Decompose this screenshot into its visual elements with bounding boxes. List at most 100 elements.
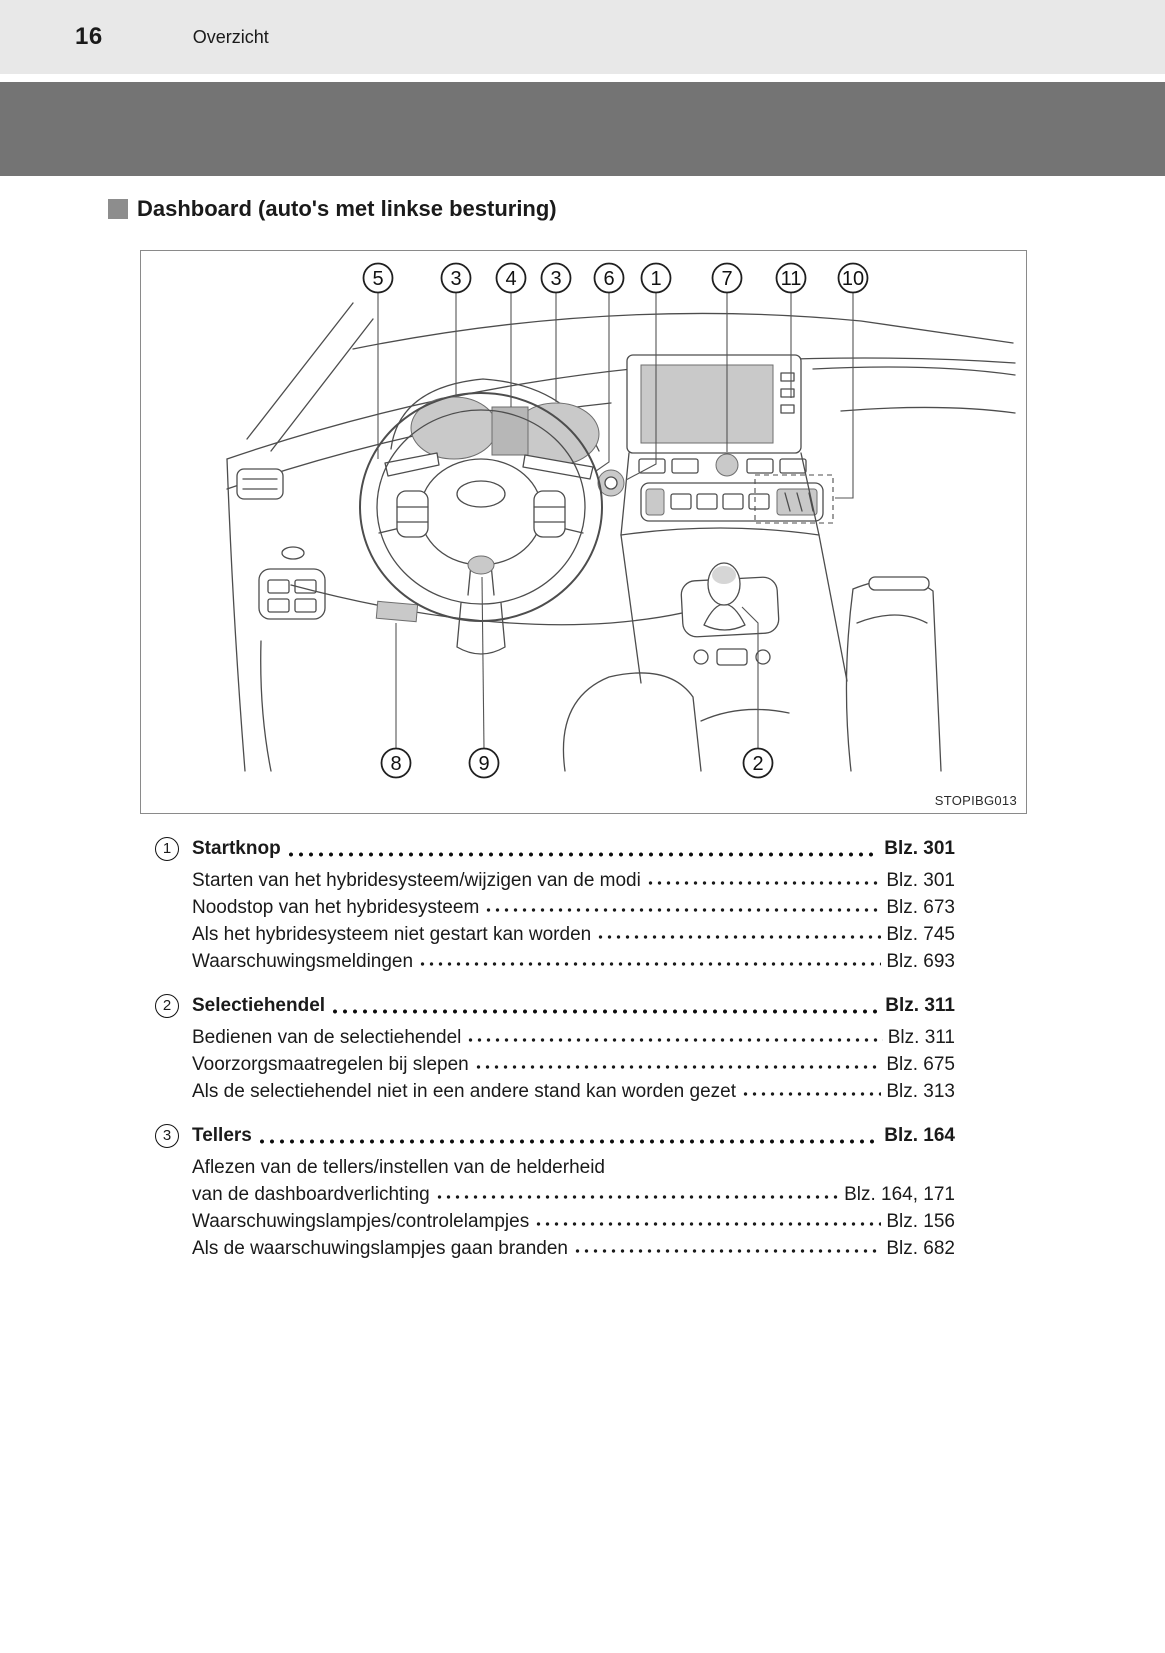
- callout-number: 10: [842, 268, 864, 290]
- index-entry: 2 Selectiehendel Blz. 311 Bedienen van d…: [155, 989, 955, 1105]
- callout-6: 6: [593, 262, 625, 294]
- subitem-page-ref: Blz. 164, 171: [844, 1184, 955, 1205]
- callout-number: 4: [505, 268, 516, 290]
- callout-number: 2: [752, 753, 763, 775]
- entry-title: Tellers: [192, 1124, 252, 1146]
- dashboard-diagram: 5 3 4 3 6: [140, 250, 1027, 814]
- chapter-band: [0, 82, 1165, 176]
- leader-dots: [596, 934, 882, 940]
- leader-dots: [466, 1037, 883, 1043]
- callout-10: 10: [837, 262, 869, 294]
- entry-subitems: Bedienen van de selectiehendel Blz. 311 …: [192, 1024, 955, 1105]
- subitem-row: Voorzorgsmaatregelen bij slepen Blz. 675: [192, 1051, 955, 1078]
- section-title: Overzicht: [192, 26, 269, 47]
- subitem-row: van de dashboardverlichting Blz. 164, 17…: [192, 1181, 955, 1208]
- square-bullet-icon: [108, 199, 128, 219]
- subitem-text: Bedienen van de selectiehendel: [192, 1027, 462, 1048]
- entry-page-ref: Blz. 301: [884, 837, 955, 859]
- dashboard-illustration: [226, 302, 1016, 772]
- page-header: 16 Overzicht: [0, 0, 1165, 74]
- manual-page: 16 Overzicht Dashboard (auto's met links…: [0, 0, 1165, 1262]
- entry-title: Selectiehendel: [192, 994, 326, 1016]
- leader-dots: [256, 1138, 880, 1145]
- callout-number: 8: [390, 753, 401, 775]
- index-entry-head: 1 Startknop Blz. 301: [155, 832, 955, 865]
- dashboard-illustration-svg: 5 3 4 3 6: [226, 262, 1016, 779]
- subitem-text: Als het hybridesysteem niet gestart kan …: [192, 924, 592, 945]
- leader-lines: [377, 292, 854, 750]
- heading-text: Dashboard (auto's met linkse besturing): [137, 196, 557, 221]
- subitem-page-ref: Blz. 301: [886, 870, 955, 891]
- entry-callout-number: 2: [155, 993, 179, 1018]
- entry-subitems: Starten van het hybridesysteem/wijzigen …: [192, 867, 955, 975]
- entry-callout-number: 3: [155, 1123, 179, 1148]
- subitem-page-ref: Blz. 675: [886, 1054, 955, 1075]
- entry-title: Startknop: [192, 837, 281, 859]
- leader-dots: [473, 1064, 882, 1070]
- subitem-row: Noodstop van het hybridesysteem Blz. 673: [192, 894, 955, 921]
- subitem-text: Waarschuwingslampjes/controlelampjes: [192, 1211, 530, 1232]
- subitem-page-ref: Blz. 156: [886, 1211, 955, 1232]
- leader-dots: [418, 961, 882, 967]
- subitem-text: Aflezen van de tellers/instellen van de …: [192, 1157, 605, 1178]
- subitem-row: Waarschuwingslampjes/controlelampjes Blz…: [192, 1208, 955, 1235]
- subitem-text: Voorzorgsmaatregelen bij slepen: [192, 1054, 469, 1075]
- subitem-row: Aflezen van de tellers/instellen van de …: [192, 1154, 955, 1181]
- subitem-text: van de dashboardverlichting: [192, 1184, 430, 1205]
- callout-3-right: 3: [540, 262, 572, 294]
- callout-number: 1: [650, 268, 661, 290]
- leader-dots: [434, 1194, 840, 1200]
- callout-11: 11: [775, 262, 807, 294]
- subitem-page-ref: Blz. 313: [886, 1081, 955, 1102]
- leader-dots: [645, 880, 882, 886]
- callout-7: 7: [711, 262, 743, 294]
- leader-dots: [741, 1091, 882, 1097]
- subitem-text: Als de selectiehendel niet in een andere…: [192, 1081, 736, 1102]
- leader-dots: [534, 1221, 882, 1227]
- subitem-row: Bedienen van de selectiehendel Blz. 311: [192, 1024, 955, 1051]
- page-title: Dashboard (auto's met linkse besturing): [108, 196, 1165, 222]
- index-entry-head: 2 Selectiehendel Blz. 311: [155, 989, 955, 1022]
- callout-number: 3: [550, 268, 561, 290]
- page-number: 16: [75, 23, 103, 50]
- entry-subitems: Aflezen van de tellers/instellen van de …: [192, 1154, 955, 1262]
- subitem-page-ref: Blz. 311: [887, 1027, 955, 1048]
- subitem-page-ref: Blz. 693: [886, 951, 955, 972]
- subitem-row: Als de waarschuwingslampjes gaan branden…: [192, 1235, 955, 1262]
- subitem-page-ref: Blz. 673: [886, 897, 955, 918]
- subitem-row: Als het hybridesysteem niet gestart kan …: [192, 921, 955, 948]
- callout-number: 7: [721, 268, 732, 290]
- page-content: Dashboard (auto's met linkse besturing): [0, 196, 1165, 1262]
- entry-callout-number: 1: [155, 836, 179, 861]
- entry-page-ref: Blz. 164: [884, 1124, 955, 1146]
- leader-dots: [285, 851, 880, 858]
- callout-number: 6: [603, 268, 614, 290]
- callout-5: 5: [362, 262, 394, 294]
- leader-dots: [330, 1008, 881, 1015]
- index-list: 1 Startknop Blz. 301 Starten van het hyb…: [155, 832, 955, 1262]
- index-entry-head: 3 Tellers Blz. 164: [155, 1119, 955, 1152]
- subitem-text: Waarschuwingsmeldingen: [192, 951, 414, 972]
- callout-8: 8: [380, 747, 412, 779]
- callout-number: 5: [372, 268, 383, 290]
- index-entry: 3 Tellers Blz. 164 Aflezen van de teller…: [155, 1119, 955, 1262]
- subitem-page-ref: Blz. 745: [886, 924, 955, 945]
- subitem-row: Starten van het hybridesysteem/wijzigen …: [192, 867, 955, 894]
- subitem-row: Als de selectiehendel niet in een andere…: [192, 1078, 955, 1105]
- subitem-text: Starten van het hybridesysteem/wijzigen …: [192, 870, 641, 891]
- callout-4: 4: [495, 262, 527, 294]
- callout-number: 11: [781, 268, 802, 290]
- entry-page-ref: Blz. 311: [885, 994, 955, 1016]
- index-entry: 1 Startknop Blz. 301 Starten van het hyb…: [155, 832, 955, 975]
- callout-3-left: 3: [440, 262, 472, 294]
- subitem-page-ref: Blz. 682: [886, 1238, 955, 1259]
- leader-dots: [573, 1248, 882, 1254]
- callout-2: 2: [742, 747, 774, 779]
- callout-number: 9: [478, 753, 489, 775]
- callout-number: 3: [450, 268, 461, 290]
- subitem-row: Waarschuwingsmeldingen Blz. 693: [192, 948, 955, 975]
- subitem-text: Als de waarschuwingslampjes gaan branden: [192, 1238, 569, 1259]
- callout-1: 1: [640, 262, 672, 294]
- callout-9: 9: [468, 747, 500, 779]
- figure-code: STOPIBG013: [934, 793, 1017, 808]
